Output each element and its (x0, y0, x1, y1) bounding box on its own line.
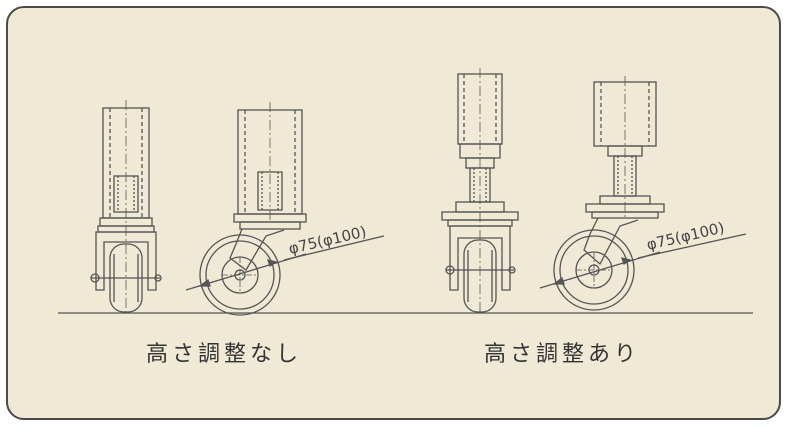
caster-side-no-adjust (185, 102, 385, 316)
dimension-label-right: φ75(φ100) (645, 219, 726, 254)
caption-with-adjustment: 高さ調整あり (484, 342, 641, 367)
caster-front-adjust (441, 68, 519, 313)
caster-front-no-adjust (90, 100, 162, 313)
dimension-label-left: φ75(φ100) (287, 223, 368, 258)
diagram-panel: φ75(φ100) φ75(φ100) 高さ調整なし 高さ調整あり (6, 6, 781, 420)
caster-side-adjust (539, 76, 747, 311)
caster-drawing: φ75(φ100) φ75(φ100) (58, 68, 753, 316)
caption-without-adjustment: 高さ調整なし (146, 342, 303, 367)
